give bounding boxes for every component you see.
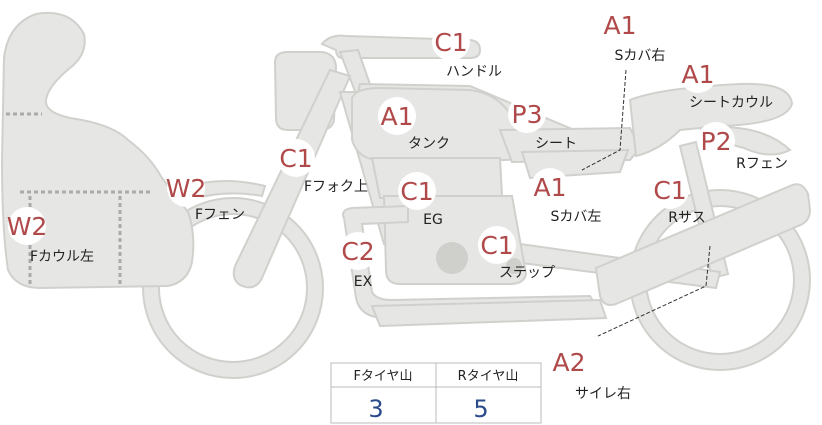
exhaust-pipe-lower — [370, 298, 608, 328]
label-r-suspension: Rサス — [668, 210, 705, 226]
code-f-fork-upper: C1 — [279, 144, 312, 173]
callout-r-suspension: C1 Rサス — [651, 171, 706, 226]
code-r-fender: P2 — [701, 127, 732, 156]
label-step: ステップ — [499, 265, 555, 281]
callout-f-cowl-left: W2 Fカウル左 — [7, 207, 94, 265]
callout-engine: C1 EG — [398, 172, 443, 228]
callout-seat: P3 シート — [508, 95, 577, 152]
front-tread-header: Fタイヤ山 — [353, 369, 412, 384]
front-fork — [232, 68, 352, 289]
code-seat-cowl: A1 — [681, 60, 714, 89]
label-s-cover-right: Sカバ右 — [615, 48, 666, 64]
part-callouts: C1 ハンドル A1 Sカバ右 A1 シートカウル A1 タンク P3 シート — [7, 6, 788, 402]
tread-table: Fタイヤ山 Rタイヤ山 3 5 — [330, 362, 542, 424]
code-f-cowl-left: W2 — [7, 212, 48, 241]
callout-f-fender: W2 Fフェン — [166, 169, 245, 223]
label-engine: EG — [423, 212, 443, 228]
label-handle: ハンドル — [446, 64, 502, 80]
label-seat-cowl: シートカウル — [689, 95, 773, 111]
callout-exhaust: C2 EX — [339, 232, 377, 290]
front-cowl — [0, 12, 195, 290]
engine-block — [370, 157, 504, 200]
callout-r-fender: P2 Rフェン — [697, 122, 788, 172]
callout-s-cover-left: A1 Sカバ左 — [531, 168, 601, 225]
engine-cover — [436, 242, 468, 274]
label-f-fork-upper: Fフォク上 — [304, 179, 368, 195]
callout-silencer-right: A2 サイレ右 — [550, 343, 631, 402]
code-handle: C1 — [434, 28, 467, 57]
code-f-fender: W2 — [166, 174, 207, 203]
callout-f-fork-upper: C1 Fフォク上 — [277, 139, 368, 195]
step-peg — [506, 258, 522, 274]
label-seat: シート — [535, 136, 577, 152]
callout-s-cover-right: A1 Sカバ右 — [601, 6, 665, 64]
callout-seat-cowl: A1 シートカウル — [679, 55, 773, 111]
label-tank: タンク — [408, 136, 450, 152]
front-tread-value: 3 — [368, 395, 383, 423]
code-silencer-right: A2 — [552, 348, 585, 377]
callout-step: C1 ステップ — [478, 226, 555, 281]
code-seat: P3 — [512, 100, 543, 129]
code-engine: C1 — [400, 177, 433, 206]
label-f-cowl-left: Fカウル左 — [30, 249, 94, 265]
label-r-fender: Rフェン — [736, 156, 788, 172]
code-s-cover-right: A1 — [603, 11, 636, 40]
label-silencer-right: サイレ右 — [575, 386, 631, 402]
motorcycle-silhouette — [0, 12, 812, 379]
label-s-cover-left: Sカバ左 — [551, 209, 602, 225]
code-exhaust: C2 — [341, 237, 374, 266]
rear-tread-value: 5 — [473, 395, 488, 423]
label-f-fender: Fフェン — [195, 207, 245, 223]
code-r-suspension: C1 — [653, 176, 686, 205]
label-exhaust: EX — [354, 274, 373, 290]
leader-lines — [581, 69, 711, 337]
code-step: C1 — [480, 231, 513, 260]
silencer — [594, 183, 812, 306]
callout-handle: C1 ハンドル — [432, 23, 502, 80]
rear-tread-header: Rタイヤ山 — [458, 369, 519, 384]
code-tank: A1 — [380, 102, 413, 131]
code-s-cover-left: A1 — [533, 173, 566, 202]
callout-tank: A1 タンク — [378, 97, 450, 152]
